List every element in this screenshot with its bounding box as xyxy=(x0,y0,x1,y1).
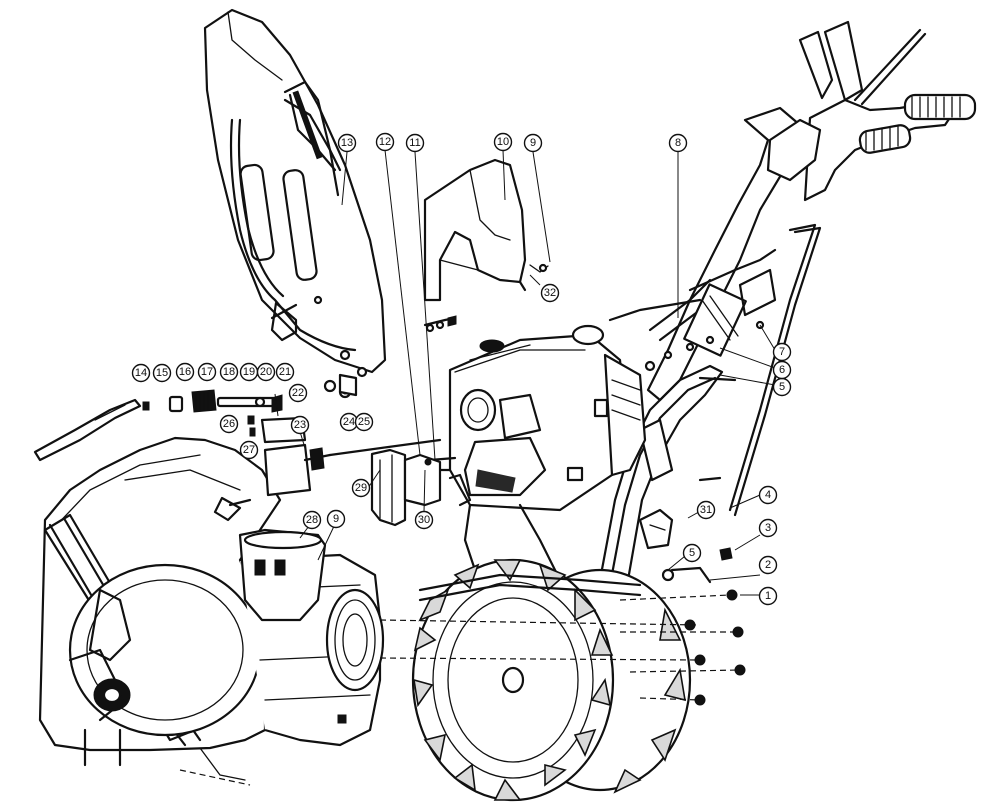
callout-11: 11 xyxy=(405,133,425,153)
callout-7-label: 7 xyxy=(779,346,785,358)
auger-housing xyxy=(38,436,385,786)
callout-24: 24 xyxy=(339,412,359,432)
callout-15-label: 15 xyxy=(156,367,168,379)
callout-22-label: 22 xyxy=(292,387,304,399)
callout-3: 3 xyxy=(758,518,778,538)
callout-2: 2 xyxy=(758,555,778,575)
callout-16-label: 16 xyxy=(179,366,191,378)
callout-21-label: 21 xyxy=(279,366,291,378)
callout-13-label: 13 xyxy=(341,137,353,149)
callout-26-label: 26 xyxy=(223,418,235,430)
frame xyxy=(379,476,746,706)
callout-18: 18 xyxy=(219,362,239,382)
callout-6-label: 6 xyxy=(779,364,785,376)
callout-10: 10 xyxy=(493,132,513,152)
callout-25-label: 25 xyxy=(358,416,370,428)
callout-1: 1 xyxy=(758,586,778,606)
callout-26: 26 xyxy=(219,414,239,434)
callout-11-label: 11 xyxy=(409,137,420,149)
callout-9-upper-label: 9 xyxy=(530,137,536,149)
callout-5-upper-label: 5 xyxy=(779,381,785,393)
callout-8: 8 xyxy=(668,133,688,153)
callout-16: 16 xyxy=(175,362,195,382)
callout-9-upper: 9 xyxy=(523,133,543,153)
callout-7: 7 xyxy=(772,342,792,362)
callout-27: 27 xyxy=(239,440,259,460)
callout-22: 22 xyxy=(288,383,308,403)
callout-5-upper: 5 xyxy=(772,377,792,397)
callout-27-label: 27 xyxy=(243,444,255,456)
callout-31: 31 xyxy=(696,500,716,520)
callout-14-label: 14 xyxy=(135,367,147,379)
callout-3-label: 3 xyxy=(765,522,771,534)
callout-17-label: 17 xyxy=(201,366,213,378)
handle-assembly xyxy=(608,20,977,517)
callout-29-label: 29 xyxy=(355,482,367,494)
wheels xyxy=(411,558,692,802)
callout-8-label: 8 xyxy=(675,137,681,149)
callout-9-lower: 9 xyxy=(326,509,346,529)
callout-4: 4 xyxy=(758,485,778,505)
callout-1-label: 1 xyxy=(765,590,771,602)
callout-31-label: 31 xyxy=(700,504,712,516)
callout-5-lower: 5 xyxy=(682,543,702,563)
callout-30-label: 30 xyxy=(418,514,430,526)
callout-2-label: 2 xyxy=(765,559,771,571)
engine: OHV xyxy=(428,324,647,592)
callout-28-label: 28 xyxy=(306,514,318,526)
belt-cover xyxy=(423,158,527,333)
callout-19: 19 xyxy=(239,362,259,382)
callout-32-label: 32 xyxy=(544,287,556,299)
callout-leaders xyxy=(274,149,776,596)
callout-18-label: 18 xyxy=(223,366,235,378)
callout-30: 30 xyxy=(414,510,434,530)
callout-14: 14 xyxy=(131,363,151,383)
callout-24-label: 24 xyxy=(343,416,355,428)
callout-12: 12 xyxy=(375,132,395,152)
callout-20-label: 20 xyxy=(260,366,272,378)
callout-29: 29 xyxy=(351,478,371,498)
callout-25: 25 xyxy=(354,412,374,432)
callout-28: 28 xyxy=(302,510,322,530)
callout-13: 13 xyxy=(337,133,357,153)
callout-21: 21 xyxy=(275,362,295,382)
chute-deflector xyxy=(203,8,387,378)
callout-17: 17 xyxy=(197,362,217,382)
callout-20: 20 xyxy=(256,362,276,382)
callout-10-label: 10 xyxy=(497,136,509,148)
callout-19-label: 19 xyxy=(243,366,255,378)
callout-12-label: 12 xyxy=(379,136,391,148)
callout-23-label: 23 xyxy=(294,419,306,431)
callout-23: 23 xyxy=(290,415,310,435)
callout-5-lower-label: 5 xyxy=(689,547,695,559)
callout-6: 6 xyxy=(772,360,792,380)
callout-32: 32 xyxy=(540,283,560,303)
callout-4-label: 4 xyxy=(765,489,771,501)
callout-9-lower-label: 9 xyxy=(333,513,339,525)
callout-15: 15 xyxy=(152,363,172,383)
